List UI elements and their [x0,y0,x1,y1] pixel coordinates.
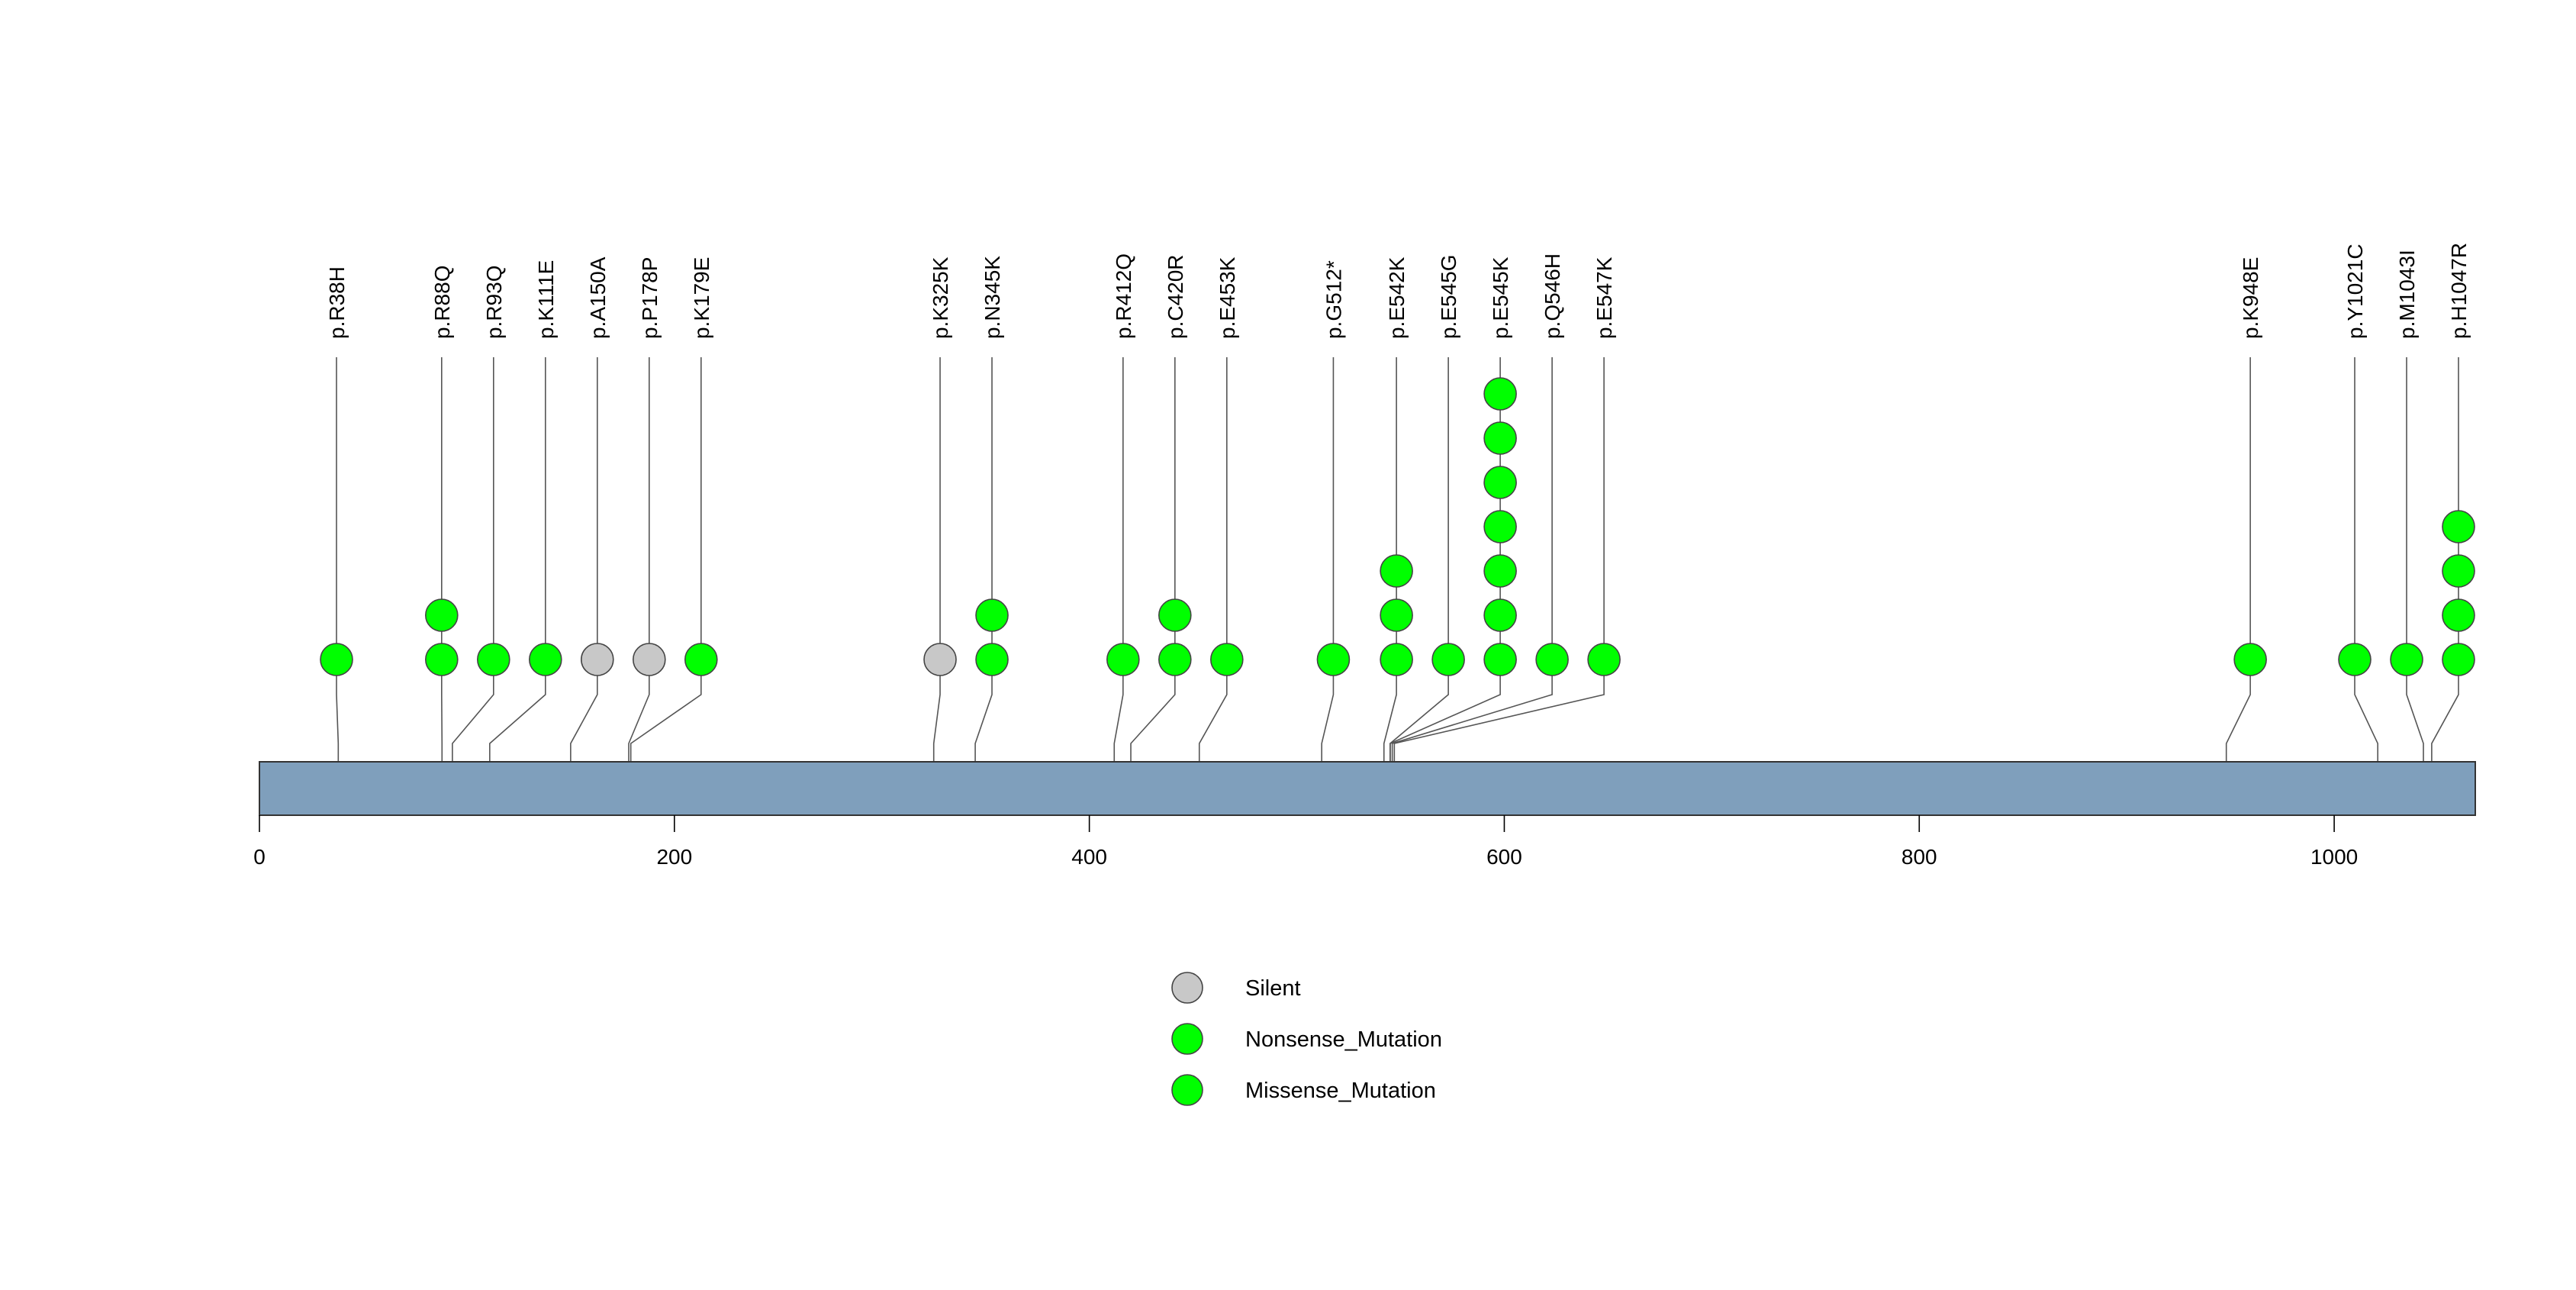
mutation-marker [975,598,1009,632]
mutation-stem [1113,357,1124,815]
mutation-label: p.K111E [534,260,558,339]
mutation-marker [1483,377,1517,411]
mutation-label: p.G512* [1322,260,1345,339]
mutation-stem [2406,357,2424,815]
mutation-marker [1316,643,1351,676]
mutation-label: p.K179E [690,257,713,339]
mutation-stem [932,357,941,815]
mutation-marker [2390,643,2423,676]
legend-marker [1171,1023,1203,1055]
mutation-marker [2442,643,2475,676]
mutation-stem [336,357,340,815]
x-axis-tick-label: 800 [1901,845,1937,869]
mutation-label: p.A150A [586,256,610,339]
mutation-marker [425,643,459,676]
mutation-label: p.E545G [1437,254,1460,339]
mutation-stem [628,357,650,815]
x-axis-tick-label: 400 [1071,845,1107,869]
mutation-label: p.N345K [980,256,1004,339]
mutation-marker [1483,510,1517,543]
x-axis-tick-label: 1000 [2310,845,2358,869]
mutation-marker [1210,643,1244,676]
mutation-marker [2442,598,2475,632]
mutation-marker [2442,510,2475,543]
mutation-label: p.E547K [1592,256,1616,339]
mutation-marker [975,643,1009,676]
mutation-marker [581,643,614,676]
mutation-label: p.E542K [1385,256,1409,339]
mutation-label: p.E545K [1489,256,1512,339]
mutation-marker [529,643,562,676]
mutation-marker [1535,643,1569,676]
legend-label: Missense_Mutation [1245,1079,1436,1103]
mutation-marker [1158,643,1192,676]
mutation-marker [1158,598,1192,632]
mutation-marker [1380,598,1413,632]
mutation-marker [923,643,957,676]
mutation-marker [684,643,718,676]
mutation-marker [633,643,666,676]
mutation-marker [1483,643,1517,676]
mutation-marker [1483,421,1517,455]
mutation-label: p.R412Q [1112,253,1135,339]
mutation-marker [425,598,459,632]
mutation-marker [1380,554,1413,588]
mutation-marker [2442,554,2475,588]
mutation-label: p.Y1021C [2343,243,2367,339]
mutation-label: p.K948E [2239,257,2262,339]
x-axis: 0 200 400 600 800 1000 [253,815,2358,869]
mutation-stem [1389,357,1501,815]
mutation-marker [1431,643,1465,676]
mutation-marker [320,643,353,676]
mutation-stem [974,357,993,815]
legend-label: Nonsense_Mutation [1245,1027,1442,1052]
mutation-stem [630,357,702,815]
mutation-label: p.R93Q [482,266,506,340]
mutation-label: p.K325K [929,256,952,339]
mutation-label: p.P178P [638,257,662,339]
mutation-stem [570,357,598,815]
mutation-stem [1321,357,1335,815]
x-axis-tick-label: 200 [656,845,692,869]
mutation-marker [1483,598,1517,632]
mutation-label: p.C420R [1164,254,1187,339]
mutation-marker [1380,643,1413,676]
x-axis-tick-label: 0 [253,845,266,869]
mutation-label: p.M1043I [2395,250,2419,339]
mutation-stem [1391,357,1553,815]
mutation-marker [1483,466,1517,499]
mutation-marker [477,643,510,676]
mutation-marker [1483,554,1517,588]
mutation-label: p.R38H [325,266,349,339]
legend-label: Silent [1245,976,1301,1001]
protein-bar [259,761,2476,816]
mutation-marker [1587,643,1621,676]
mutation-marker [1106,643,1140,676]
mutation-label: p.E453K [1216,256,1239,339]
mutation-labels-layer: p.R38H p.R88Q p.R93Q p.K111E p.A150A p.P178P p… [325,243,2471,339]
mutation-stem [1130,357,1176,815]
mutation-stem [452,357,494,815]
legend-marker [1171,972,1203,1004]
markers-layer [320,377,2475,676]
mutation-stem [2354,357,2379,815]
mutation-marker [2233,643,2267,676]
mutation-label: p.Q546H [1541,253,1564,339]
mutation-stem [2225,357,2251,815]
mutation-label: p.R88Q [430,266,454,340]
protein-bar-layer [259,761,2476,816]
mutation-label: p.H1047R [2447,243,2471,339]
mutation-marker [2338,643,2372,676]
mutation-stem [489,357,546,815]
legend-marker [1171,1074,1203,1106]
x-axis-tick-label: 600 [1486,845,1522,869]
mutation-stem [1198,357,1228,815]
